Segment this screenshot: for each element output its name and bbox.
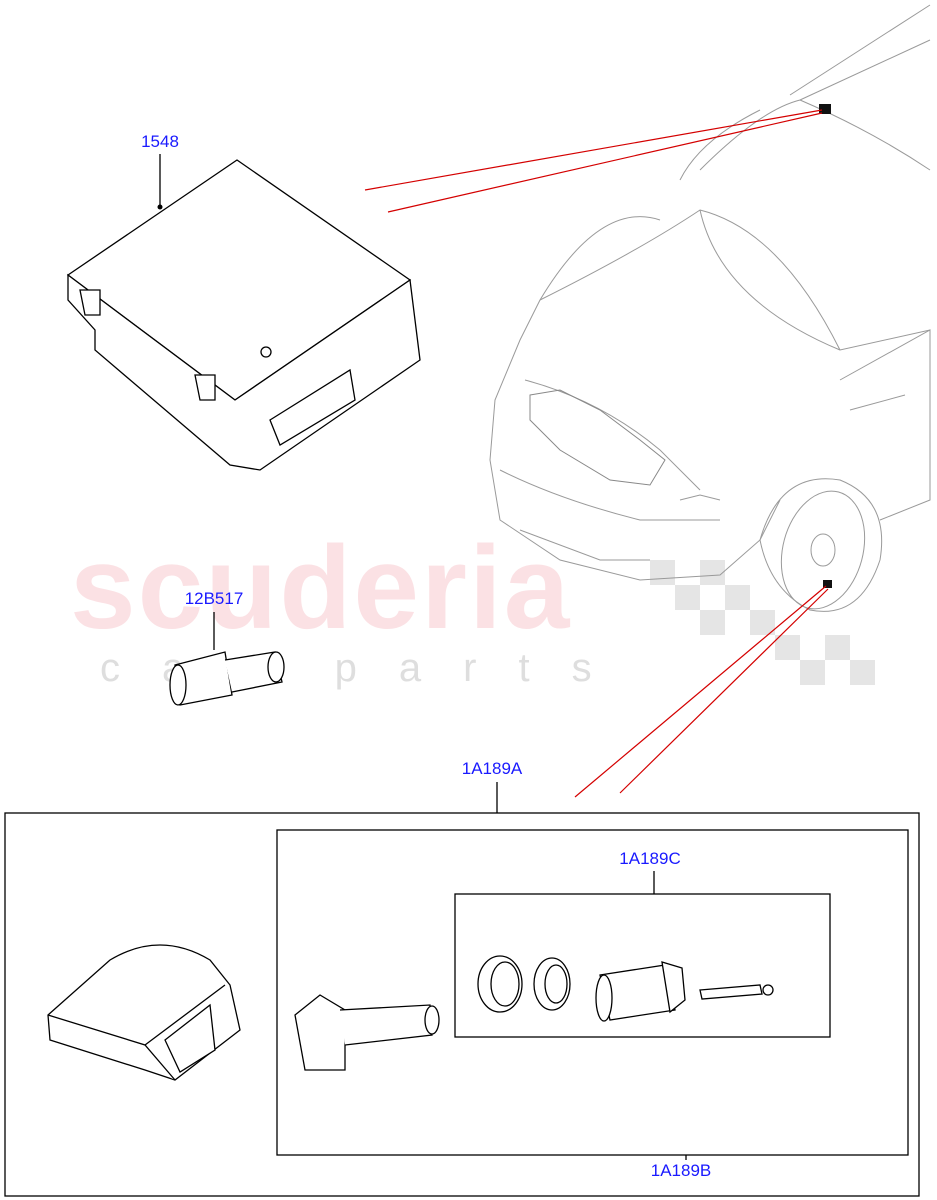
label-sensor-assembly[interactable]: 1A189B <box>650 1161 712 1180</box>
service-kit-parts-drawing <box>477 955 774 1022</box>
tpms-sensor-drawing <box>47 944 241 1081</box>
sensor-assembly-box <box>276 829 909 1156</box>
label-sensor-kit[interactable]: 1A189A <box>461 759 523 778</box>
pointer-lines <box>364 109 829 798</box>
wheel-sensor-location-marker <box>823 580 832 588</box>
leader-lines <box>159 154 687 1160</box>
kit-boxes <box>4 812 920 1197</box>
valve-cap-drawing <box>169 651 285 706</box>
checkered-flag-watermark <box>650 560 875 685</box>
label-control-module[interactable]: 1548 <box>141 132 179 151</box>
sensor-kit-box <box>4 812 920 1197</box>
label-valve-service-kit[interactable]: 1A189C <box>619 849 681 868</box>
watermark-brand: scuderia <box>70 522 572 654</box>
valve-service-kit-box <box>454 893 831 1038</box>
vehicle-illustration <box>489 4 931 612</box>
control-module-drawing <box>66 159 421 471</box>
sensor-location-marker <box>819 104 831 114</box>
sensor-with-valve-stem-drawing <box>294 994 440 1071</box>
label-valve-cap[interactable]: 12B517 <box>184 589 244 608</box>
